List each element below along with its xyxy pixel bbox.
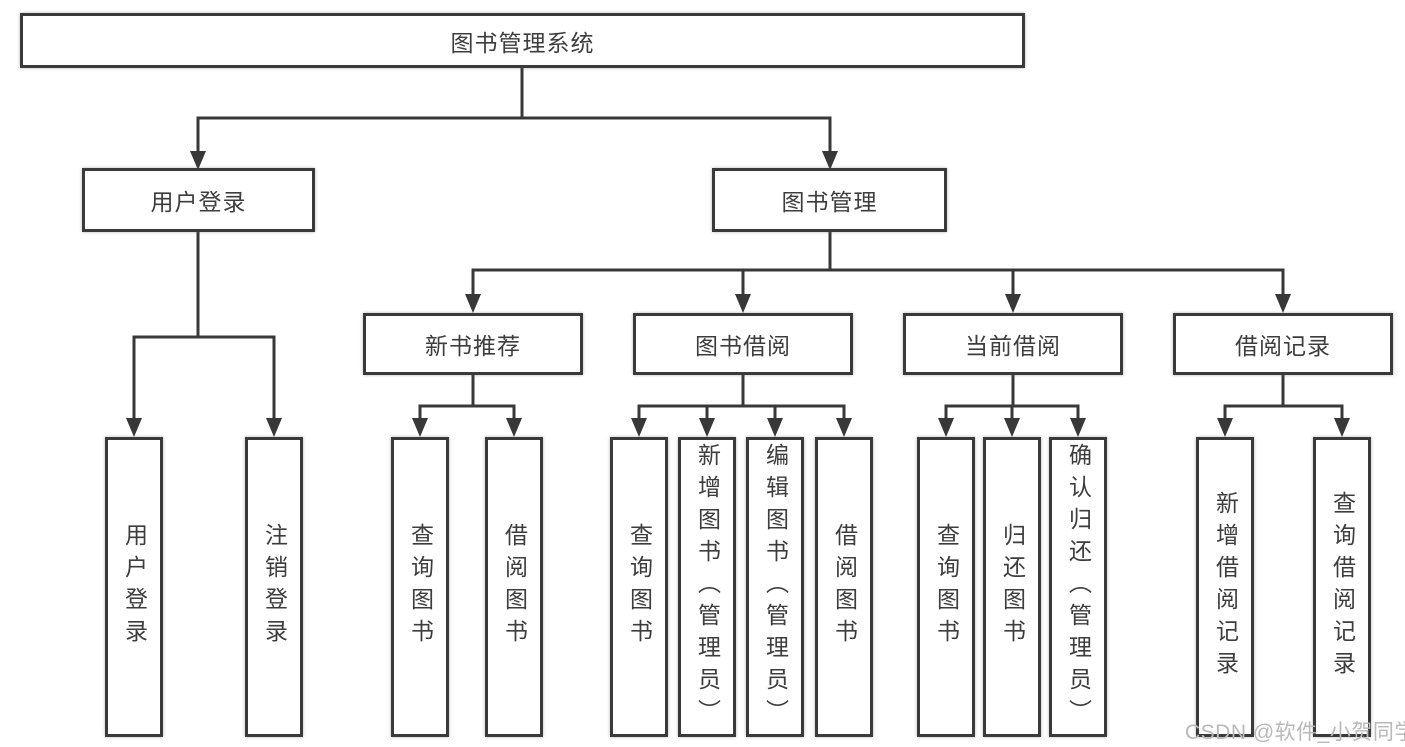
node-book-borrow: 图书借阅 — [633, 313, 853, 375]
node-leaf-confirm-return-admin-label: 确认归还（管理员） — [1065, 443, 1092, 731]
node-leaf-edit-book-admin-label: 编辑图书（管理员） — [762, 443, 789, 731]
node-library-system-label: 图书管理系统 — [450, 29, 595, 56]
node-current-borrow: 当前借阅 — [903, 313, 1123, 375]
node-leaf-query-books-current: 查询图书 — [917, 437, 975, 737]
node-book-borrow-label: 图书借阅 — [695, 333, 791, 359]
node-leaf-confirm-return-admin: 确认归还（管理员） — [1049, 437, 1107, 737]
node-new-book-recommend-label: 新书推荐 — [425, 333, 521, 359]
node-leaf-add-book-admin: 新增图书（管理员） — [678, 437, 736, 737]
node-user-login-branch-label: 用户登录 — [150, 189, 247, 215]
node-leaf-borrow-books-borrow: 借阅图书 — [815, 437, 873, 737]
node-leaf-return-book: 归还图书 — [983, 437, 1041, 737]
node-leaf-query-books-borrow-label: 查询图书 — [626, 523, 653, 651]
node-book-management-branch: 图书管理 — [712, 168, 947, 232]
node-leaf-add-borrow-record-label: 新增借阅记录 — [1212, 491, 1239, 683]
node-borrow-records-label: 借阅记录 — [1235, 333, 1331, 359]
node-leaf-query-books-borrow: 查询图书 — [610, 437, 668, 737]
node-leaf-query-books-recommend: 查询图书 — [391, 437, 449, 737]
node-leaf-query-borrow-record: 查询借阅记录 — [1313, 437, 1371, 737]
node-leaf-add-book-admin-label: 新增图书（管理员） — [694, 443, 721, 731]
node-leaf-user-login: 用户登录 — [105, 437, 163, 737]
node-leaf-query-borrow-record-label: 查询借阅记录 — [1329, 491, 1356, 683]
node-leaf-user-login-label: 用户登录 — [121, 523, 148, 651]
node-leaf-query-books-recommend-label: 查询图书 — [407, 523, 434, 651]
node-leaf-borrow-books-recommend: 借阅图书 — [485, 437, 543, 737]
node-library-system: 图书管理系统 — [20, 13, 1025, 68]
node-leaf-query-books-current-label: 查询图书 — [933, 523, 960, 651]
node-new-book-recommend: 新书推荐 — [363, 313, 583, 375]
node-leaf-borrow-books-borrow-label: 借阅图书 — [831, 523, 858, 651]
node-leaf-borrow-books-recommend-label: 借阅图书 — [501, 523, 528, 651]
csdn-watermark: CSDN @软件_小贺同学 — [1185, 721, 1405, 744]
node-borrow-records: 借阅记录 — [1173, 313, 1393, 375]
node-leaf-logout-label: 注销登录 — [261, 523, 288, 651]
node-user-login-branch: 用户登录 — [82, 168, 315, 232]
node-leaf-edit-book-admin: 编辑图书（管理员） — [746, 437, 804, 737]
node-book-management-branch-label: 图书管理 — [781, 189, 878, 215]
node-current-borrow-label: 当前借阅 — [965, 333, 1061, 359]
node-leaf-return-book-label: 归还图书 — [999, 523, 1026, 651]
node-leaf-logout: 注销登录 — [245, 437, 303, 737]
node-leaf-add-borrow-record: 新增借阅记录 — [1196, 437, 1254, 737]
